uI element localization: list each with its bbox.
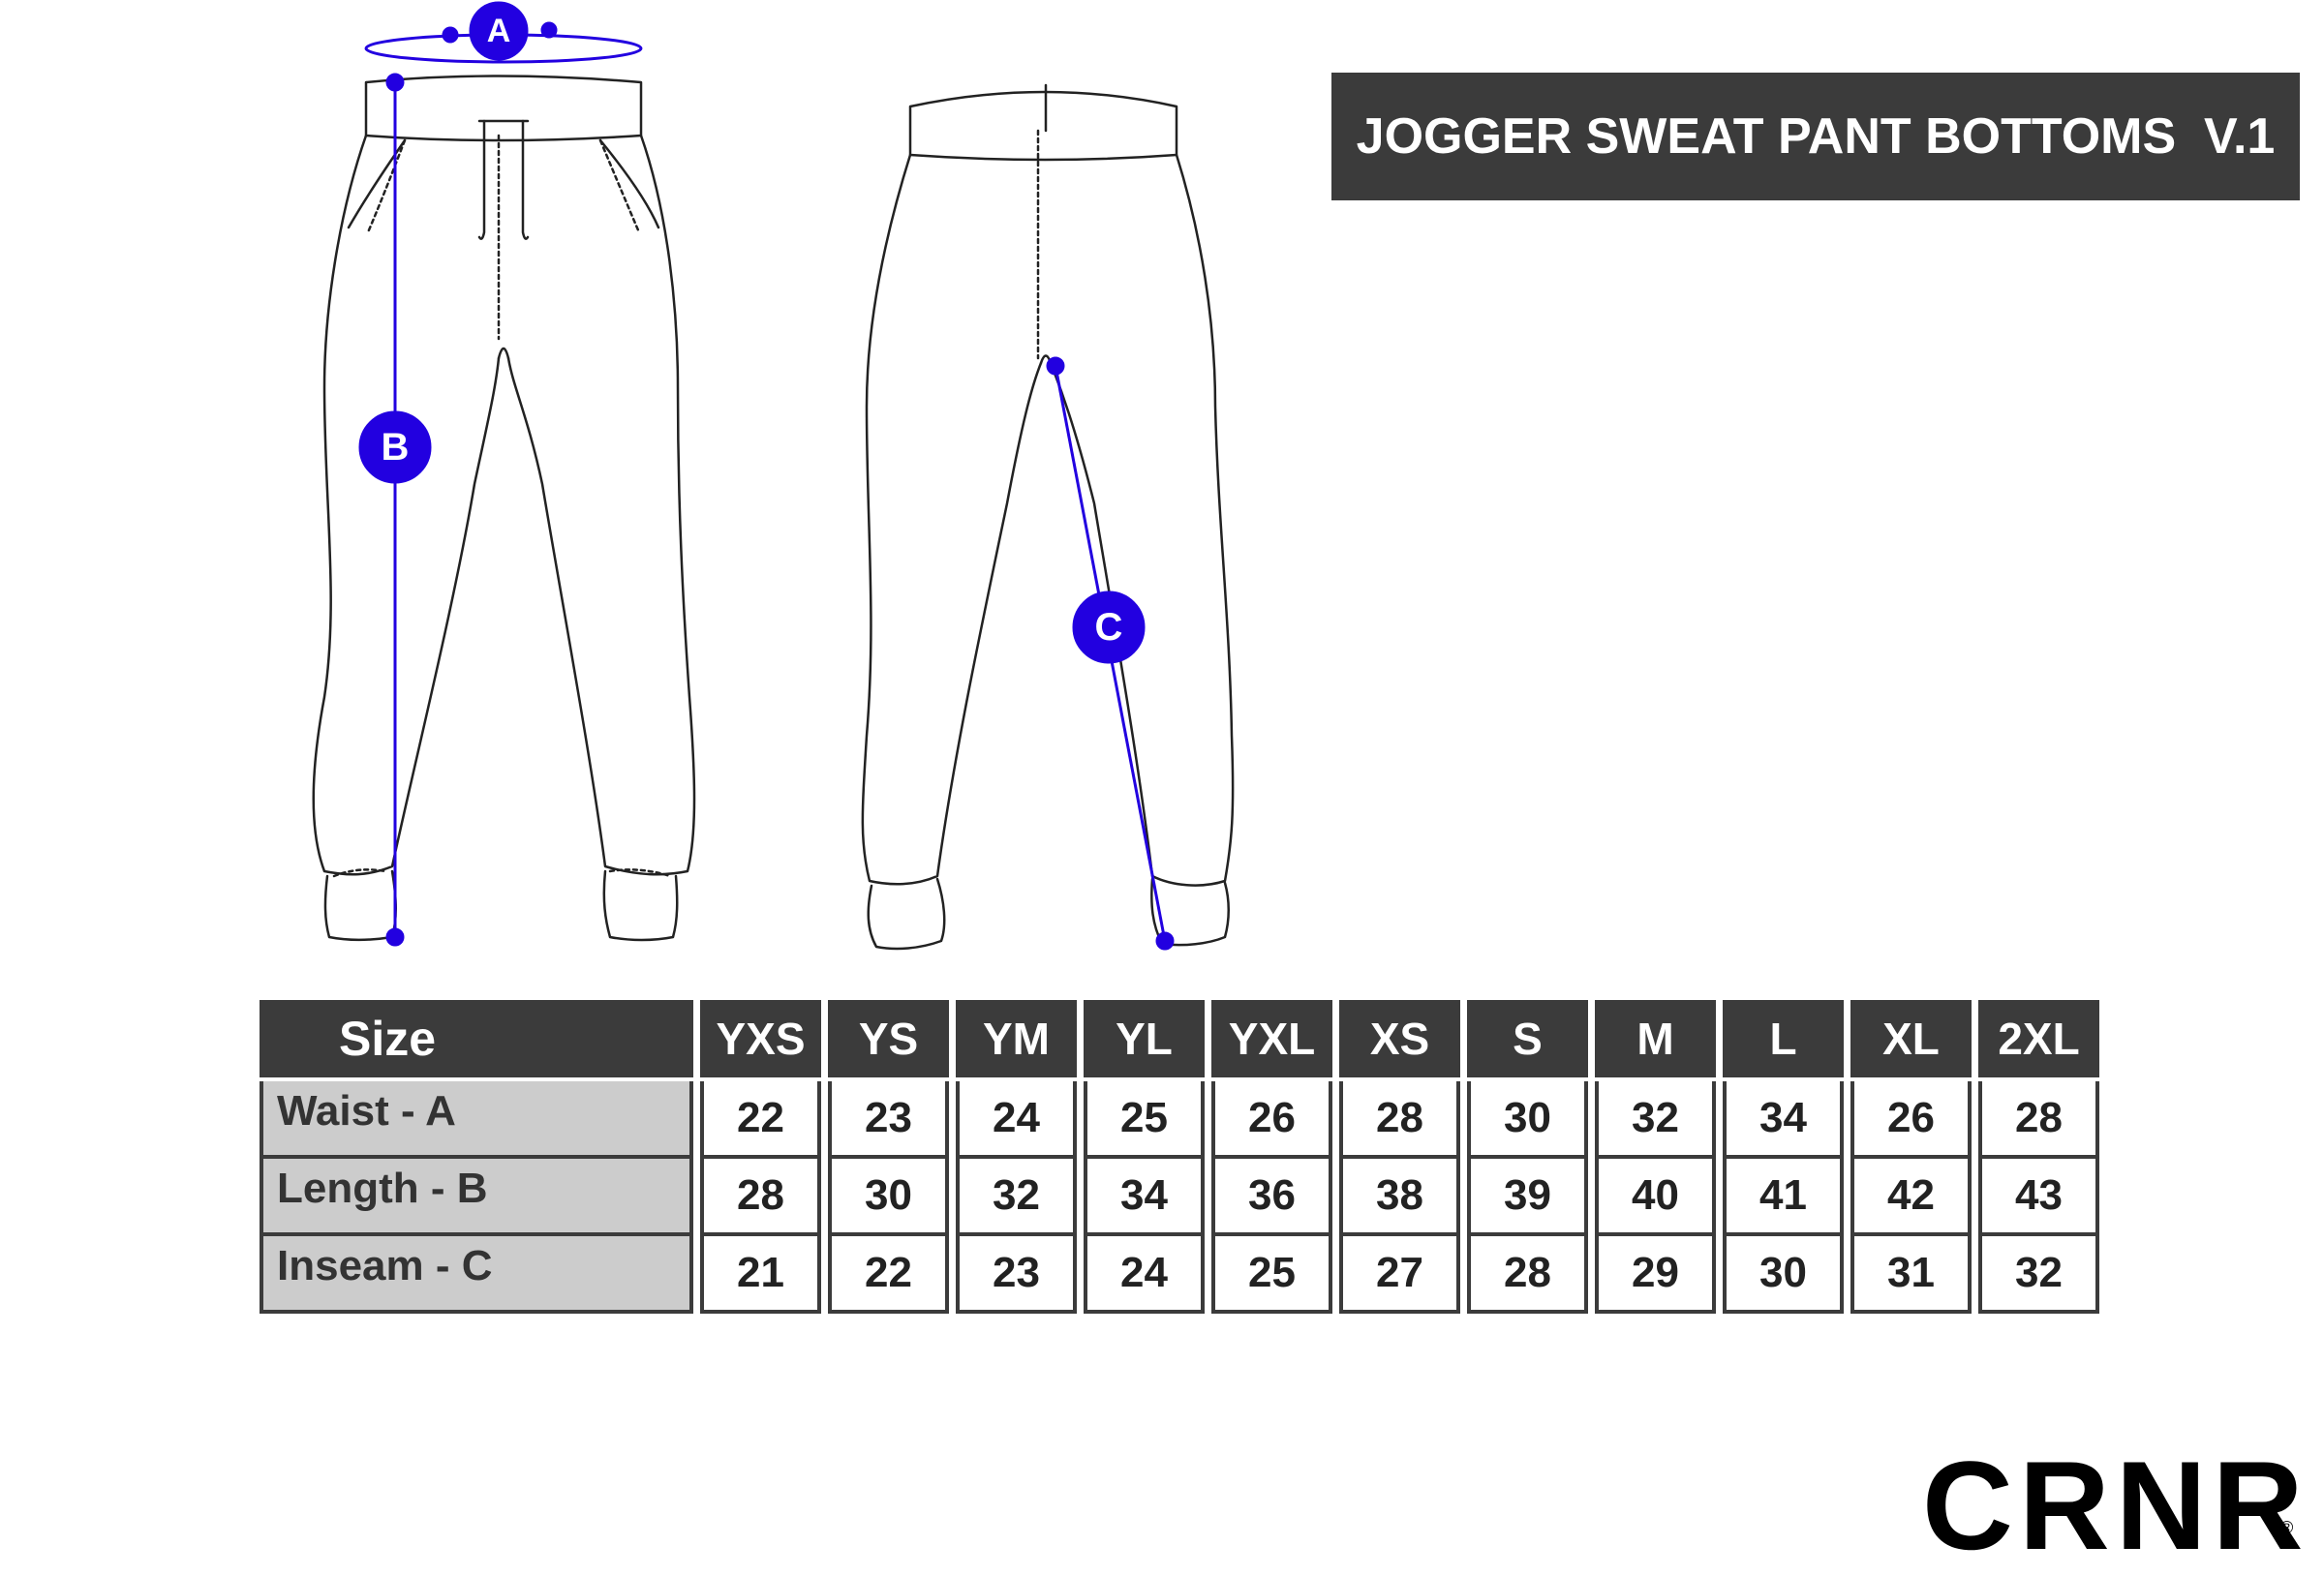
row-label-waist: Waist - A — [260, 1081, 693, 1159]
marker-a-label: A — [487, 13, 511, 49]
table-cell: 26 — [1211, 1081, 1332, 1159]
table-cell: 34 — [1723, 1081, 1844, 1159]
table-cell: 40 — [1595, 1159, 1716, 1236]
table-cell: 29 — [1595, 1236, 1716, 1314]
table-row: Waist - A 22 23 24 25 26 28 30 32 34 26 … — [260, 1081, 2099, 1159]
size-header-cell: YL — [1084, 1000, 1205, 1081]
table-cell: 32 — [1595, 1081, 1716, 1159]
table-cell: 26 — [1850, 1081, 1972, 1159]
table-cell: 43 — [1978, 1159, 2099, 1236]
table-cell: 27 — [1339, 1236, 1460, 1314]
size-header-cell: YXS — [700, 1000, 821, 1081]
table-cell: 28 — [1978, 1081, 2099, 1159]
table-cell: 22 — [828, 1236, 949, 1314]
table-cell: 30 — [1467, 1081, 1588, 1159]
table-cell: 34 — [1084, 1159, 1205, 1236]
table-cell: 38 — [1339, 1159, 1460, 1236]
table-row: Inseam - C 21 22 23 24 25 27 28 29 30 31… — [260, 1236, 2099, 1314]
table-cell: 42 — [1850, 1159, 1972, 1236]
table-cell: 41 — [1723, 1159, 1844, 1236]
front-pant-outline — [312, 75, 696, 942]
page-title: JOGGER SWEAT PANT BOTTOMS V.1 — [1356, 108, 2276, 165]
table-cell: 36 — [1211, 1159, 1332, 1236]
table-cell: 32 — [956, 1159, 1077, 1236]
size-header-cell: YM — [956, 1000, 1077, 1081]
table-cell: 39 — [1467, 1159, 1588, 1236]
table-cell: 22 — [700, 1081, 821, 1159]
size-header-cell: XL — [1850, 1000, 1972, 1081]
marker-b-label: B — [382, 426, 410, 469]
pant-diagram: A B C — [312, 1, 1235, 951]
table-cell: 30 — [828, 1159, 949, 1236]
table-cell: 30 — [1723, 1236, 1844, 1314]
table-cell: 24 — [956, 1081, 1077, 1159]
table-cell: 23 — [956, 1236, 1077, 1314]
size-header-cell: 2XL — [1978, 1000, 2099, 1081]
row-label-length: Length - B — [260, 1159, 693, 1236]
table-cell: 21 — [700, 1236, 821, 1314]
size-header-cell: L — [1723, 1000, 1844, 1081]
row-label-inseam: Inseam - C — [260, 1236, 693, 1314]
measurement-guides — [358, 1, 1175, 951]
table-header-row: Size YXS YS YM YL YXL XS S M L XL 2XL — [260, 1000, 2099, 1081]
size-header-label: Size — [260, 1000, 693, 1081]
size-header-cell: XS — [1339, 1000, 1460, 1081]
table-cell: 32 — [1978, 1236, 2099, 1314]
size-header-cell: S — [1467, 1000, 1588, 1081]
table-cell: 24 — [1084, 1236, 1205, 1314]
size-chart-table: Size YXS YS YM YL YXL XS S M L XL 2XL Wa… — [253, 1000, 2106, 1314]
size-header-cell: YXL — [1211, 1000, 1332, 1081]
table-row: Length - B 28 30 32 34 36 38 39 40 41 42… — [260, 1159, 2099, 1236]
size-header-cell: M — [1595, 1000, 1716, 1081]
marker-c-label: C — [1095, 606, 1123, 649]
registered-mark: ® — [2280, 1518, 2294, 1537]
table-cell: 25 — [1084, 1081, 1205, 1159]
marker-c-circle — [1072, 591, 1146, 664]
table-cell: 25 — [1211, 1236, 1332, 1314]
back-pant-outline — [861, 83, 1235, 951]
marker-a-circle — [469, 1, 529, 61]
table-cell: 28 — [1467, 1236, 1588, 1314]
brand-logo: CRNR — [1922, 1435, 2309, 1576]
table-cell: 28 — [700, 1159, 821, 1236]
marker-b-circle — [358, 410, 432, 484]
table-cell: 23 — [828, 1081, 949, 1159]
table-cell: 31 — [1850, 1236, 1972, 1314]
table-cell: 28 — [1339, 1081, 1460, 1159]
title-banner: JOGGER SWEAT PANT BOTTOMS V.1 — [1331, 73, 2300, 200]
size-header-cell: YS — [828, 1000, 949, 1081]
